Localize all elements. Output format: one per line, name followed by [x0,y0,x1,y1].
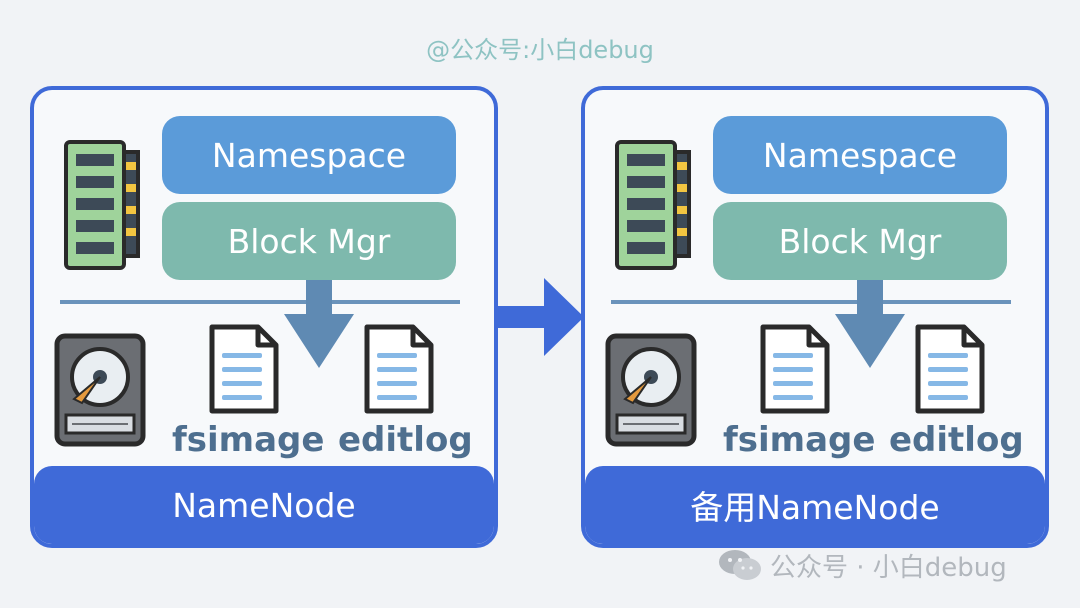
namespace-box: Namespace [162,116,456,194]
watermark-top: @公众号:小白debug [426,36,654,64]
namenode-panel: Namespace Block Mgr fsimage editlog Name… [30,86,498,548]
block-mgr-box: Block Mgr [713,202,1007,280]
document-icon [915,324,985,414]
document-icon [209,324,279,414]
standby-namenode-panel: Namespace Block Mgr fsimage editlog 备用Na… [581,86,1049,548]
hard-disk-icon [605,333,697,447]
namenode-footer: NameNode [34,466,494,544]
document-icon [760,324,830,414]
fsimage-label: fsimage [172,420,325,460]
ram-icon [615,140,691,270]
fsimage-label: fsimage [723,420,876,460]
block-mgr-box: Block Mgr [162,202,456,280]
hard-disk-icon [54,333,146,447]
watermark-bottom: 公众号 · 小白debug [718,545,1007,585]
watermark-bottom-text: 公众号 · 小白debug [770,552,1007,583]
divider [611,300,1011,304]
standby-namenode-footer: 备用NameNode [585,466,1045,544]
namespace-box: Namespace [713,116,1007,194]
editlog-label: editlog [338,420,473,460]
editlog-label: editlog [889,420,1024,460]
right-arrow-icon [496,278,584,356]
divider [60,300,460,304]
down-arrow-icon [284,280,354,368]
document-icon [364,324,434,414]
down-arrow-icon [835,280,905,368]
wechat-icon [719,550,761,580]
ram-icon [64,140,140,270]
